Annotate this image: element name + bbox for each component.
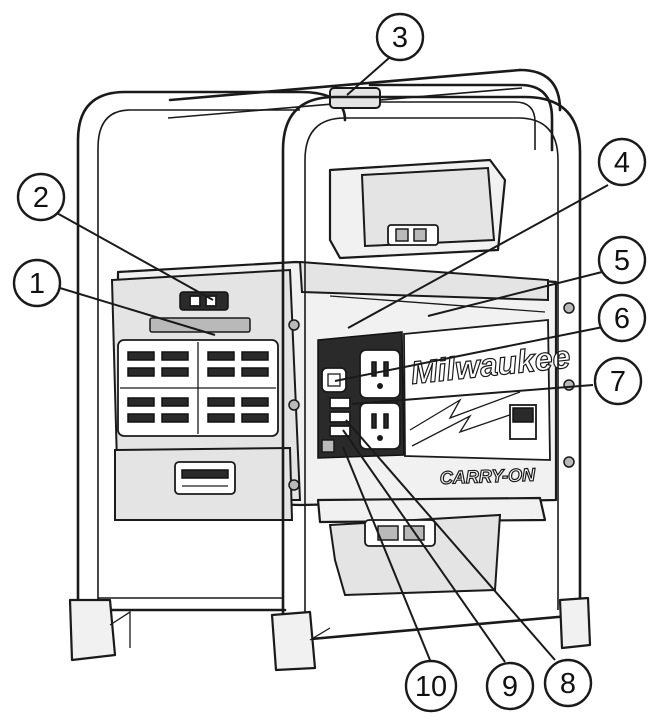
- rear-roll-cage: [76, 68, 562, 612]
- callout-2: 2: [16, 172, 66, 222]
- model-label: CARRY-ON: [439, 465, 536, 488]
- svg-text:9: 9: [502, 671, 518, 703]
- svg-text:2: 2: [33, 182, 49, 214]
- callout-8: 8: [543, 658, 593, 708]
- svg-text:5: 5: [614, 245, 630, 277]
- leader-lines: [49, 57, 609, 666]
- ac-outlet-top: [359, 349, 401, 399]
- callout-5: 5: [597, 235, 647, 285]
- callout-6: 6: [597, 293, 647, 343]
- usb-port-b: [329, 411, 351, 423]
- brand-face: Milwaukee CARRY-ON: [403, 319, 573, 489]
- feet: [68, 596, 592, 672]
- callout-10: 10: [404, 659, 458, 713]
- svg-text:1: 1: [29, 268, 45, 300]
- control-panel: [317, 331, 405, 459]
- callout-7: 7: [593, 356, 643, 406]
- battery-slots: [127, 351, 269, 423]
- callout-4: 4: [597, 137, 647, 187]
- usb-port-a: [329, 397, 351, 409]
- svg-text:4: 4: [614, 147, 630, 179]
- svg-text:10: 10: [415, 671, 447, 703]
- callout-3: 3: [375, 12, 425, 62]
- front-roll-cage: [76, 95, 582, 642]
- svg-text:7: 7: [610, 366, 626, 398]
- callout-1: 1: [12, 258, 62, 308]
- svg-text:6: 6: [614, 303, 630, 335]
- svg-text:3: 3: [392, 22, 408, 54]
- ac-outlet-bottom: [359, 402, 401, 450]
- lower-battery: [316, 496, 547, 597]
- callout-9: 9: [485, 661, 535, 711]
- svg-text:8: 8: [560, 668, 576, 700]
- battery-bay: [114, 339, 294, 521]
